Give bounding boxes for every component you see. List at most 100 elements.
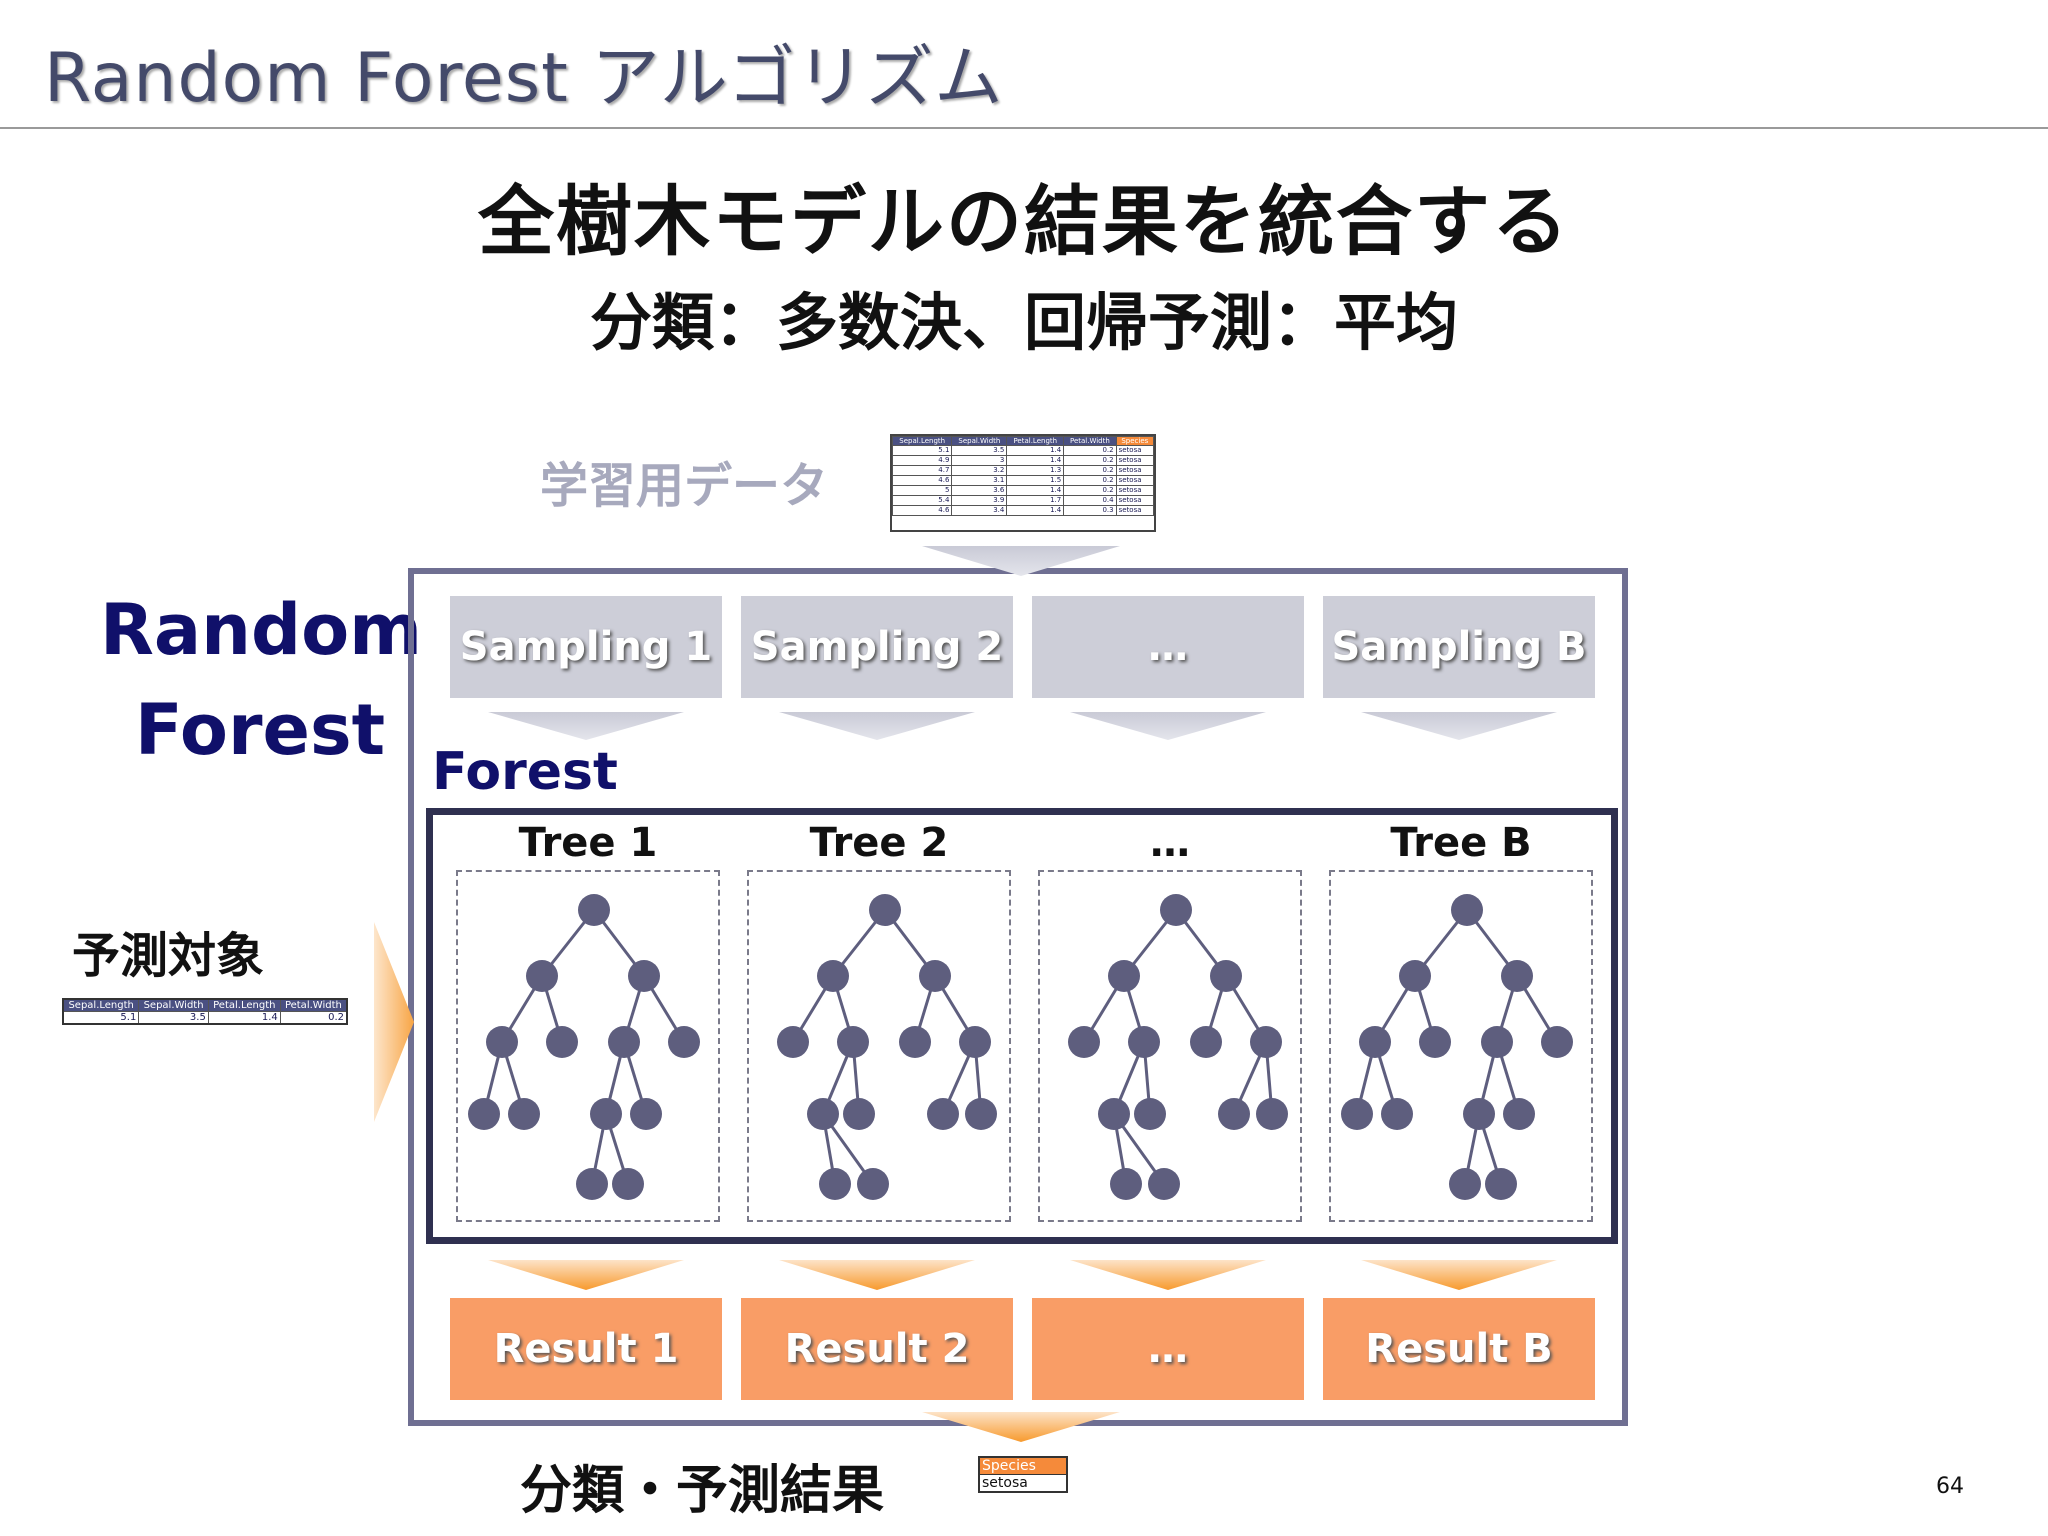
sampling-box-1: Sampling 1	[450, 596, 722, 698]
slide-title: Random Forest アルゴリズム	[44, 39, 1004, 118]
tree-label-b: Tree B	[1390, 820, 1532, 866]
prediction-target-label: 予測対象	[72, 928, 265, 984]
tree-label-ellipsis: …	[1150, 820, 1190, 866]
output-label: 分類・予測結果	[520, 1461, 885, 1521]
result-box-1: Result 1	[450, 1298, 722, 1400]
tree-node	[1341, 1098, 1373, 1130]
tree-label-1: Tree 1	[518, 820, 658, 866]
tree-node	[857, 1168, 889, 1200]
decision-tree	[468, 894, 700, 1200]
tree-node	[1210, 960, 1242, 992]
tree-node	[819, 1168, 851, 1200]
tree-node	[1501, 960, 1533, 992]
tree-node	[807, 1098, 839, 1130]
tree-node	[869, 894, 901, 926]
tree-node	[1399, 960, 1431, 992]
tree-node	[628, 960, 660, 992]
tree-node	[668, 1026, 700, 1058]
random-forest-label-line1: Random	[100, 589, 423, 671]
tree-label-2: Tree 2	[809, 820, 949, 866]
species-value: setosa	[980, 1474, 1066, 1491]
tree-frame-ellipsis	[1038, 870, 1302, 1222]
tree-node	[965, 1098, 997, 1130]
tree-node	[1160, 894, 1192, 926]
tree-node	[630, 1098, 662, 1130]
decision-tree	[1341, 894, 1573, 1200]
target-table-header: Sepal.Length	[62, 998, 140, 1012]
sampling-box-b: Sampling B	[1323, 596, 1595, 698]
tree-node	[468, 1098, 500, 1130]
tree-node	[927, 1098, 959, 1130]
result-down-arrow	[1361, 1260, 1557, 1290]
result-down-arrow	[1070, 1260, 1266, 1290]
result-down-arrow	[488, 1260, 684, 1290]
tree-node	[1110, 1168, 1142, 1200]
page-number: 64	[1936, 1474, 1964, 1499]
sampling-box-2: Sampling 2	[741, 596, 1013, 698]
tree-node	[1098, 1098, 1130, 1130]
tree-node	[1218, 1098, 1250, 1130]
decision-tree	[777, 894, 997, 1200]
tree-node	[837, 1026, 869, 1058]
random-forest-label-line2: Forest	[134, 689, 386, 771]
tree-frame-b	[1329, 870, 1593, 1222]
target-table-cell: 1.4	[207, 1011, 281, 1025]
sub-heading: 分類：多数決、回帰予測：平均	[589, 286, 1458, 359]
tree-node	[1359, 1026, 1391, 1058]
result-box-b: Result B	[1323, 1298, 1595, 1400]
result-down-arrow	[779, 1260, 975, 1290]
species-result-table: Species setosa	[978, 1456, 1068, 1493]
tree-node	[578, 894, 610, 926]
forest-frame	[426, 808, 1618, 1244]
decision-tree	[1068, 894, 1288, 1200]
tree-node	[608, 1026, 640, 1058]
prediction-side-arrow	[374, 922, 414, 1122]
tree-node	[1190, 1026, 1222, 1058]
training-table-cell: setosa	[1115, 505, 1154, 516]
input-down-arrow	[922, 546, 1120, 576]
output-down-arrow	[922, 1412, 1120, 1442]
result-box-ellipsis: …	[1032, 1298, 1304, 1400]
tree-node	[612, 1168, 644, 1200]
target-table-cell: 0.2	[279, 1011, 348, 1025]
tree-node	[1481, 1026, 1513, 1058]
tree-frame-1	[456, 870, 720, 1222]
forest-label: Forest	[432, 742, 618, 802]
tree-frame-2	[747, 870, 1011, 1222]
training-data-label: 学習用データ	[540, 458, 829, 514]
tree-node	[1250, 1026, 1282, 1058]
training-table-cell: 4.6	[892, 505, 953, 516]
tree-node	[959, 1026, 991, 1058]
tree-node	[1541, 1026, 1573, 1058]
target-table-header: Sepal.Width	[138, 998, 209, 1012]
tree-node	[919, 960, 951, 992]
sampling-down-arrow	[1361, 712, 1557, 740]
sampling-down-arrow	[1070, 712, 1266, 740]
random-forest-label: Random Forest	[100, 580, 423, 780]
tree-node	[1128, 1026, 1160, 1058]
species-header: Species	[980, 1458, 1066, 1474]
tree-node	[1451, 894, 1483, 926]
tree-node	[1068, 1026, 1100, 1058]
target-table-header: Petal.Width	[279, 998, 348, 1012]
sampling-box-ellipsis: …	[1032, 596, 1304, 698]
tree-node	[1148, 1168, 1180, 1200]
tree-node	[843, 1098, 875, 1130]
tree-node	[777, 1026, 809, 1058]
tree-node	[1449, 1168, 1481, 1200]
target-table-cell: 3.5	[138, 1011, 209, 1025]
sampling-down-arrow	[779, 712, 975, 740]
title-divider	[0, 127, 2048, 129]
tree-node	[1108, 960, 1140, 992]
tree-node	[817, 960, 849, 992]
tree-node	[526, 960, 558, 992]
tree-node	[508, 1098, 540, 1130]
tree-node	[590, 1098, 622, 1130]
